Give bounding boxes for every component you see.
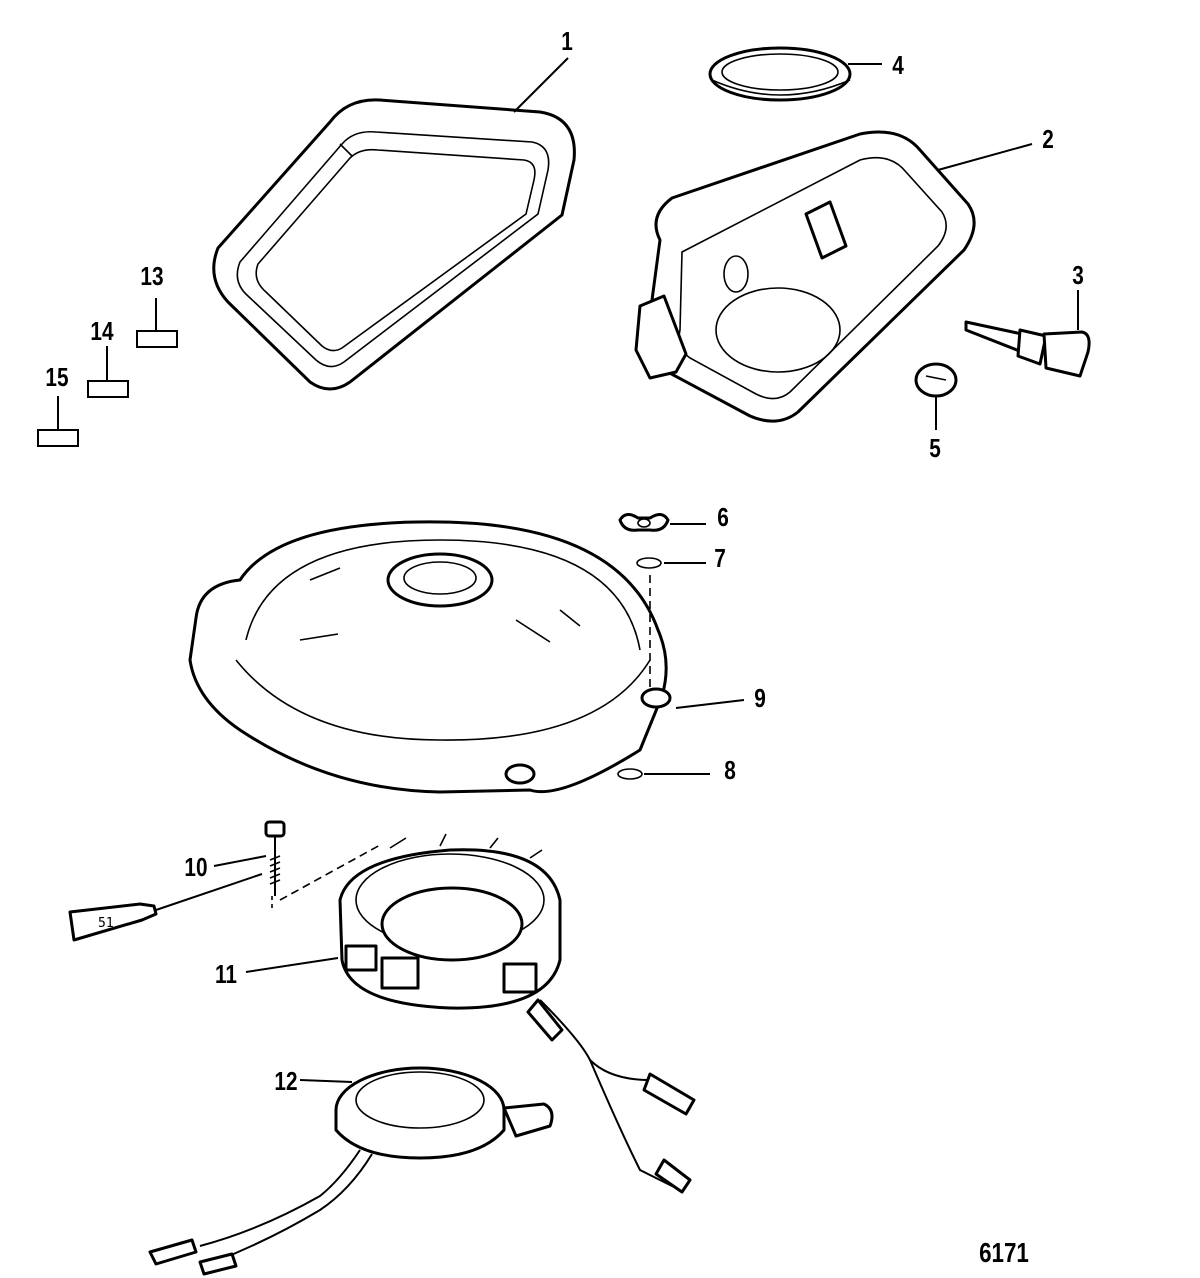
sealant-tube-label: 51 <box>98 916 114 931</box>
callout-10: 10 <box>184 853 207 882</box>
callout-11: 11 <box>215 960 237 989</box>
callout-3: 3 <box>1072 261 1084 290</box>
callout-8: 8 <box>724 756 736 785</box>
part-12-trigger <box>148 1066 554 1276</box>
part-2-housing <box>634 130 976 423</box>
callout-2: 2 <box>1042 125 1054 154</box>
part-5-cap <box>914 362 958 398</box>
part-4-gasket <box>708 46 852 102</box>
leader-lines <box>57 57 1079 1083</box>
part-1-lens-frame <box>212 98 576 391</box>
part-3-knob <box>964 320 1091 378</box>
callout-14: 14 <box>90 317 113 346</box>
callout-6: 6 <box>717 503 729 532</box>
sealant-tube: 51 <box>68 873 263 942</box>
figure-number: 6171 <box>979 1238 1029 1269</box>
part-11-stator <box>279 833 696 1194</box>
part-10-screw <box>264 820 286 910</box>
callout-12: 12 <box>274 1067 297 1096</box>
callout-13: 13 <box>140 262 163 291</box>
callout-4: 4 <box>892 51 904 80</box>
parts-13-14-15-decals <box>37 330 178 447</box>
callout-5: 5 <box>929 434 941 463</box>
callout-15: 15 <box>45 363 68 392</box>
part-9-flywheel-cover <box>188 520 672 794</box>
part-8-washer <box>617 768 643 780</box>
part-7-washer <box>636 557 662 569</box>
callout-9: 9 <box>754 684 766 713</box>
callout-7: 7 <box>714 544 726 573</box>
callout-1: 1 <box>561 27 573 56</box>
part-6-wing-nut <box>618 513 670 532</box>
